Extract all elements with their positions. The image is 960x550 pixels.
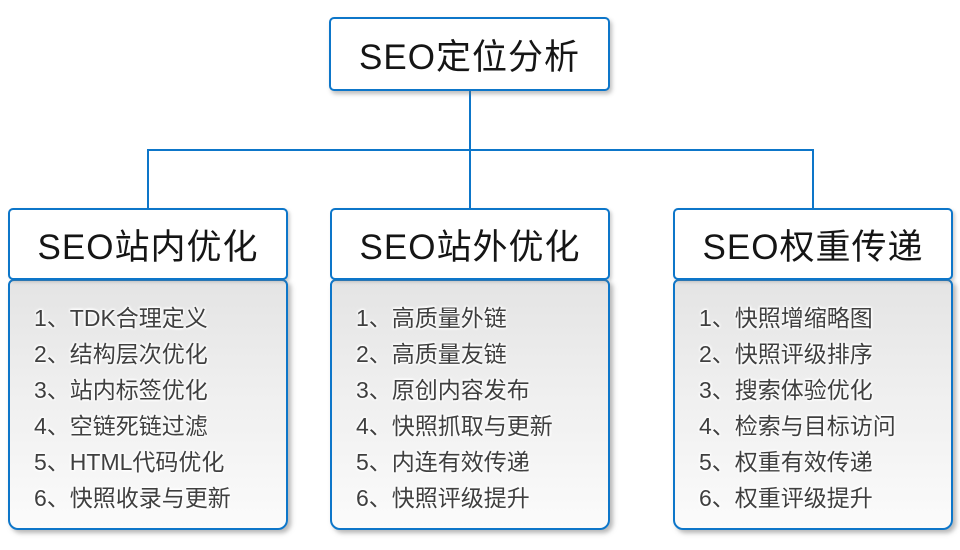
connector-left-branch-line <box>147 149 149 209</box>
root-node: SEO定位分析 <box>329 17 610 91</box>
connector-horizontal-rail-line <box>147 149 814 151</box>
list-item: 1、TDK合理定义 <box>34 305 208 331</box>
list-item: 5、内连有效传递 <box>356 449 530 475</box>
list-item: 3、站内标签优化 <box>34 377 208 403</box>
branch-onsite-optimization: SEO站内优化 1、TDK合理定义 2、结构层次优化 3、站内标签优化 4、空链… <box>8 208 288 530</box>
list-item: 4、空链死链过滤 <box>34 413 208 439</box>
branch-onsite-body: 1、TDK合理定义 2、结构层次优化 3、站内标签优化 4、空链死链过滤 5、H… <box>8 279 288 530</box>
connector-root-vertical-line <box>469 91 471 150</box>
connector-right-branch-line <box>812 149 814 209</box>
list-item: 4、检索与目标访问 <box>699 413 896 439</box>
list-item: 4、快照抓取与更新 <box>356 413 553 439</box>
list-item: 6、快照评级提升 <box>356 485 530 511</box>
branch-offsite-optimization: SEO站外优化 1、高质量外链 2、高质量友链 3、原创内容发布 4、快照抓取与… <box>330 208 610 530</box>
list-item: 3、搜索体验优化 <box>699 377 873 403</box>
branch-offsite-body: 1、高质量外链 2、高质量友链 3、原创内容发布 4、快照抓取与更新 5、内连有… <box>330 279 610 530</box>
list-item: 2、高质量友链 <box>356 341 507 367</box>
branch-weight-transfer: SEO权重传递 1、快照增缩略图 2、快照评级排序 3、搜索体验优化 4、检索与… <box>673 208 953 530</box>
branch-weight-header: SEO权重传递 <box>673 208 953 280</box>
list-item: 1、高质量外链 <box>356 305 507 331</box>
branch-weight-body: 1、快照增缩略图 2、快照评级排序 3、搜索体验优化 4、检索与目标访问 5、权… <box>673 279 953 530</box>
branch-offsite-title: SEO站外优化 <box>359 227 581 267</box>
list-item: 2、快照评级排序 <box>699 341 873 367</box>
list-item: 5、HTML代码优化 <box>34 449 225 475</box>
branch-weight-title: SEO权重传递 <box>702 227 924 267</box>
list-item: 1、快照增缩略图 <box>699 305 873 331</box>
connector-middle-branch-line <box>469 149 471 209</box>
list-item: 6、快照收录与更新 <box>34 485 231 511</box>
branch-onsite-title: SEO站内优化 <box>37 227 259 267</box>
root-node-title: SEO定位分析 <box>359 37 580 77</box>
branch-onsite-header: SEO站内优化 <box>8 208 288 280</box>
list-item: 5、权重有效传递 <box>699 449 873 475</box>
list-item: 6、权重评级提升 <box>699 485 873 511</box>
list-item: 2、结构层次优化 <box>34 341 208 367</box>
list-item: 3、原创内容发布 <box>356 377 530 403</box>
branch-offsite-header: SEO站外优化 <box>330 208 610 280</box>
